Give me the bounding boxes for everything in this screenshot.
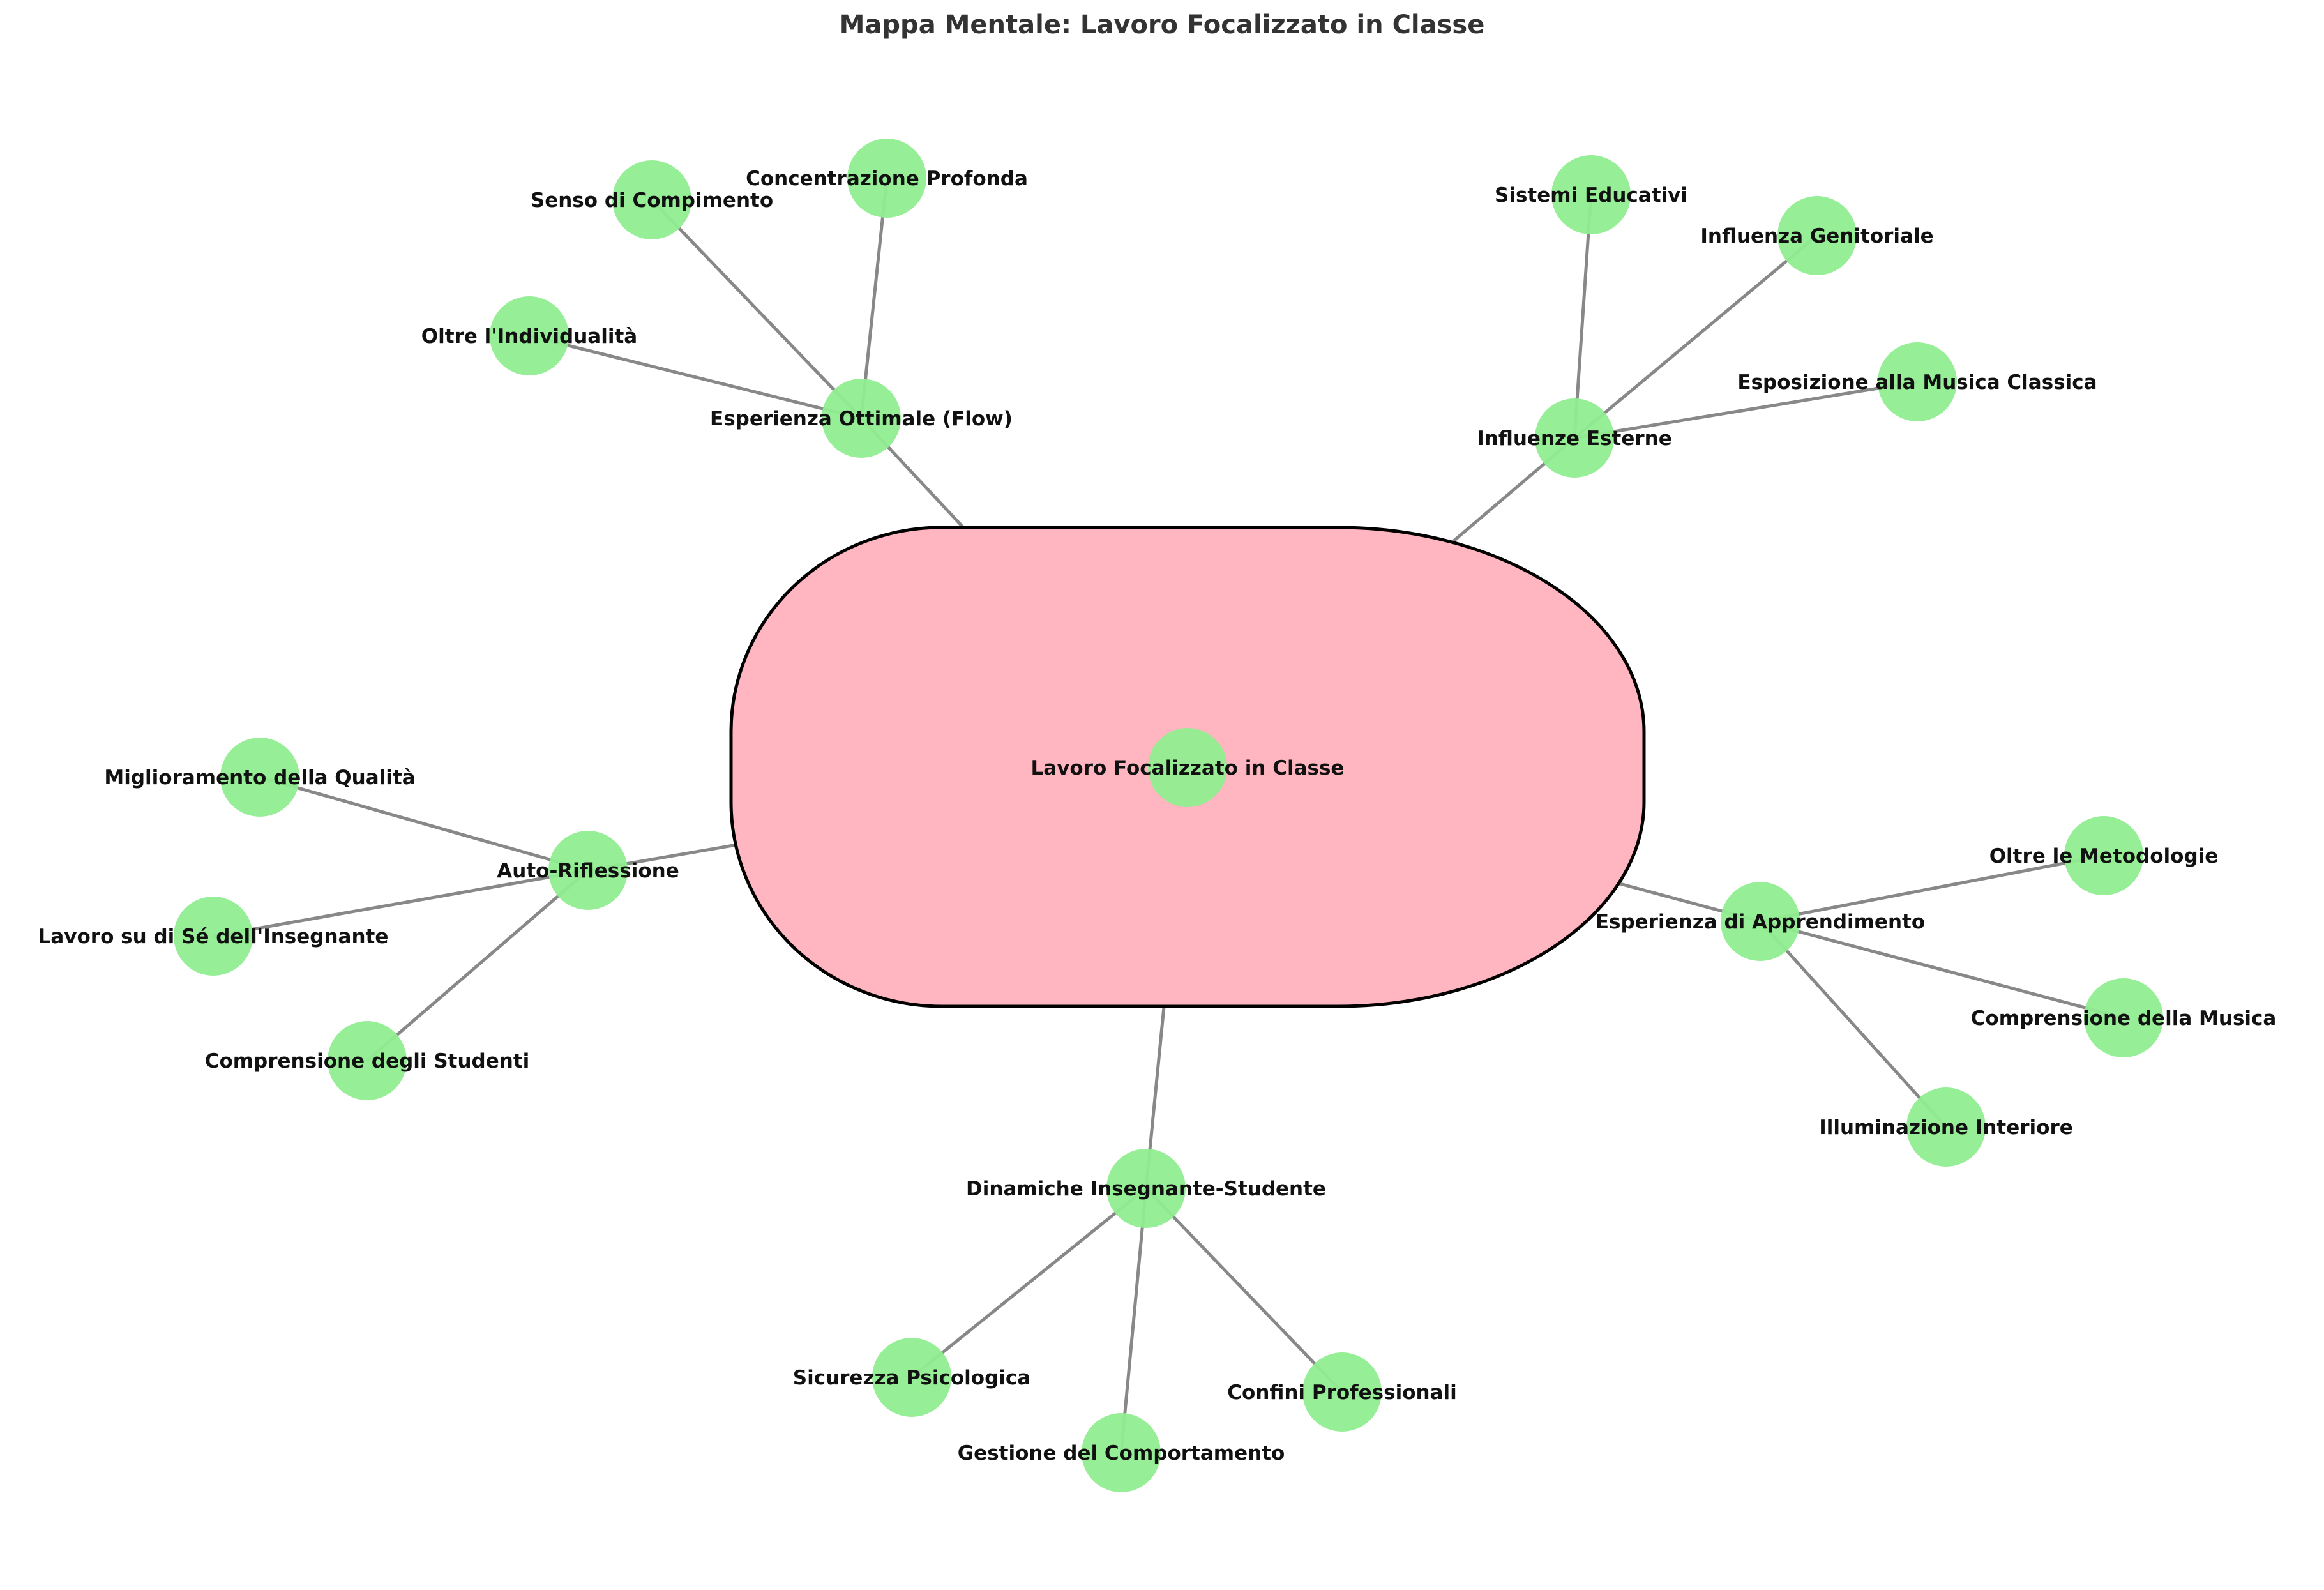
- node-circle-learn_1[interactable]: [2064, 816, 2143, 895]
- edge-ext-ext_3: [1574, 380, 1918, 440]
- node-label-dyn_1: Sicurezza Psicologica: [793, 1367, 1030, 1389]
- nodes-layer: [174, 139, 2163, 1492]
- node-circle-ext_1[interactable]: [1551, 155, 1631, 234]
- labels-layer: Lavoro Focalizzato in Classe Esperienza O…: [38, 167, 2277, 1465]
- node-label-dyn_3: Confini Professionali: [1227, 1381, 1456, 1404]
- node-label-self_2: Lavoro su di Sé dell'Insegnante: [38, 925, 389, 948]
- edge-ext-ext_2: [1573, 234, 1818, 439]
- node-circle-dyn_1[interactable]: [872, 1338, 951, 1417]
- edge-dyn-dyn_1: [910, 1187, 1147, 1379]
- node-circle-self_1[interactable]: [220, 738, 299, 817]
- diagram-title: Mappa Mentale: Lavoro Focalizzato in Cla…: [840, 10, 1485, 40]
- edge-flow-flow_3: [529, 334, 862, 420]
- edge-flow-flow_2: [859, 178, 889, 419]
- node-circle-learn_3[interactable]: [1906, 1087, 1986, 1167]
- edge-ext-ext_1: [1573, 194, 1593, 439]
- node-circle-dyn[interactable]: [1106, 1149, 1186, 1228]
- node-circle-self[interactable]: [548, 831, 628, 910]
- node-circle-self_3[interactable]: [328, 1021, 407, 1100]
- node-label-flow_3: Oltre l'Individualità: [421, 325, 637, 348]
- node-label-ext_1: Sistemi Educativi: [1495, 184, 1687, 207]
- node-label-ext_3: Esposizione alla Musica Classica: [1737, 371, 2097, 394]
- node-label-ext_2: Influenza Genitoriale: [1700, 225, 1933, 248]
- node-label-learn: Esperienza di Apprendimento: [1596, 911, 1925, 934]
- edge-self-self_1: [259, 775, 589, 872]
- node-circle-root[interactable]: [1148, 728, 1227, 807]
- node-label-root: Lavoro Focalizzato in Classe: [1031, 757, 1345, 780]
- node-circle-learn_2[interactable]: [2084, 978, 2163, 1057]
- node-label-self_1: Miglioramento della Qualità: [104, 766, 415, 789]
- node-circle-self_2[interactable]: [174, 897, 253, 976]
- edge-learn-learn_2: [1760, 920, 2124, 1020]
- node-label-flow_1: Senso di Compimento: [531, 189, 773, 212]
- node-circle-flow_3[interactable]: [490, 296, 569, 375]
- edge-dyn-dyn_3: [1145, 1187, 1343, 1393]
- node-circle-flow[interactable]: [822, 379, 901, 458]
- edge-self-self_2: [213, 868, 589, 938]
- node-circle-ext[interactable]: [1535, 398, 1614, 478]
- node-circle-flow_1[interactable]: [612, 160, 691, 239]
- node-label-dyn: Dinamiche Insegnante-Studente: [966, 1177, 1326, 1200]
- node-label-flow: Esperienza Ottimale (Flow): [710, 407, 1013, 430]
- edge-learn-learn_3: [1759, 920, 1947, 1128]
- node-circle-learn[interactable]: [1721, 882, 1800, 961]
- node-circle-dyn_3[interactable]: [1302, 1352, 1382, 1432]
- edge-dyn-dyn_2: [1119, 1188, 1148, 1453]
- edge-learn-learn_1: [1760, 854, 2104, 923]
- node-circle-dyn_2[interactable]: [1082, 1413, 1161, 1492]
- node-label-learn_3: Illuminazione Interiore: [1819, 1116, 2073, 1139]
- node-circle-ext_3[interactable]: [1878, 342, 1957, 421]
- node-circle-flow_2[interactable]: [847, 139, 926, 218]
- node-label-self: Auto-Riflessione: [497, 859, 679, 882]
- edge-self-self_3: [366, 869, 589, 1062]
- node-label-dyn_2: Gestione del Comportamento: [958, 1442, 1285, 1465]
- node-label-learn_2: Comprensione della Musica: [1971, 1007, 2277, 1030]
- node-circle-ext_2[interactable]: [1777, 196, 1857, 275]
- node-label-self_3: Comprensione degli Studenti: [205, 1050, 530, 1073]
- node-label-flow_2: Concentrazione Profonda: [746, 167, 1028, 190]
- node-label-ext: Influenze Esterne: [1477, 427, 1671, 450]
- edge-flow-flow_1: [651, 199, 863, 420]
- node-label-learn_1: Oltre le Metodologie: [1989, 845, 2219, 868]
